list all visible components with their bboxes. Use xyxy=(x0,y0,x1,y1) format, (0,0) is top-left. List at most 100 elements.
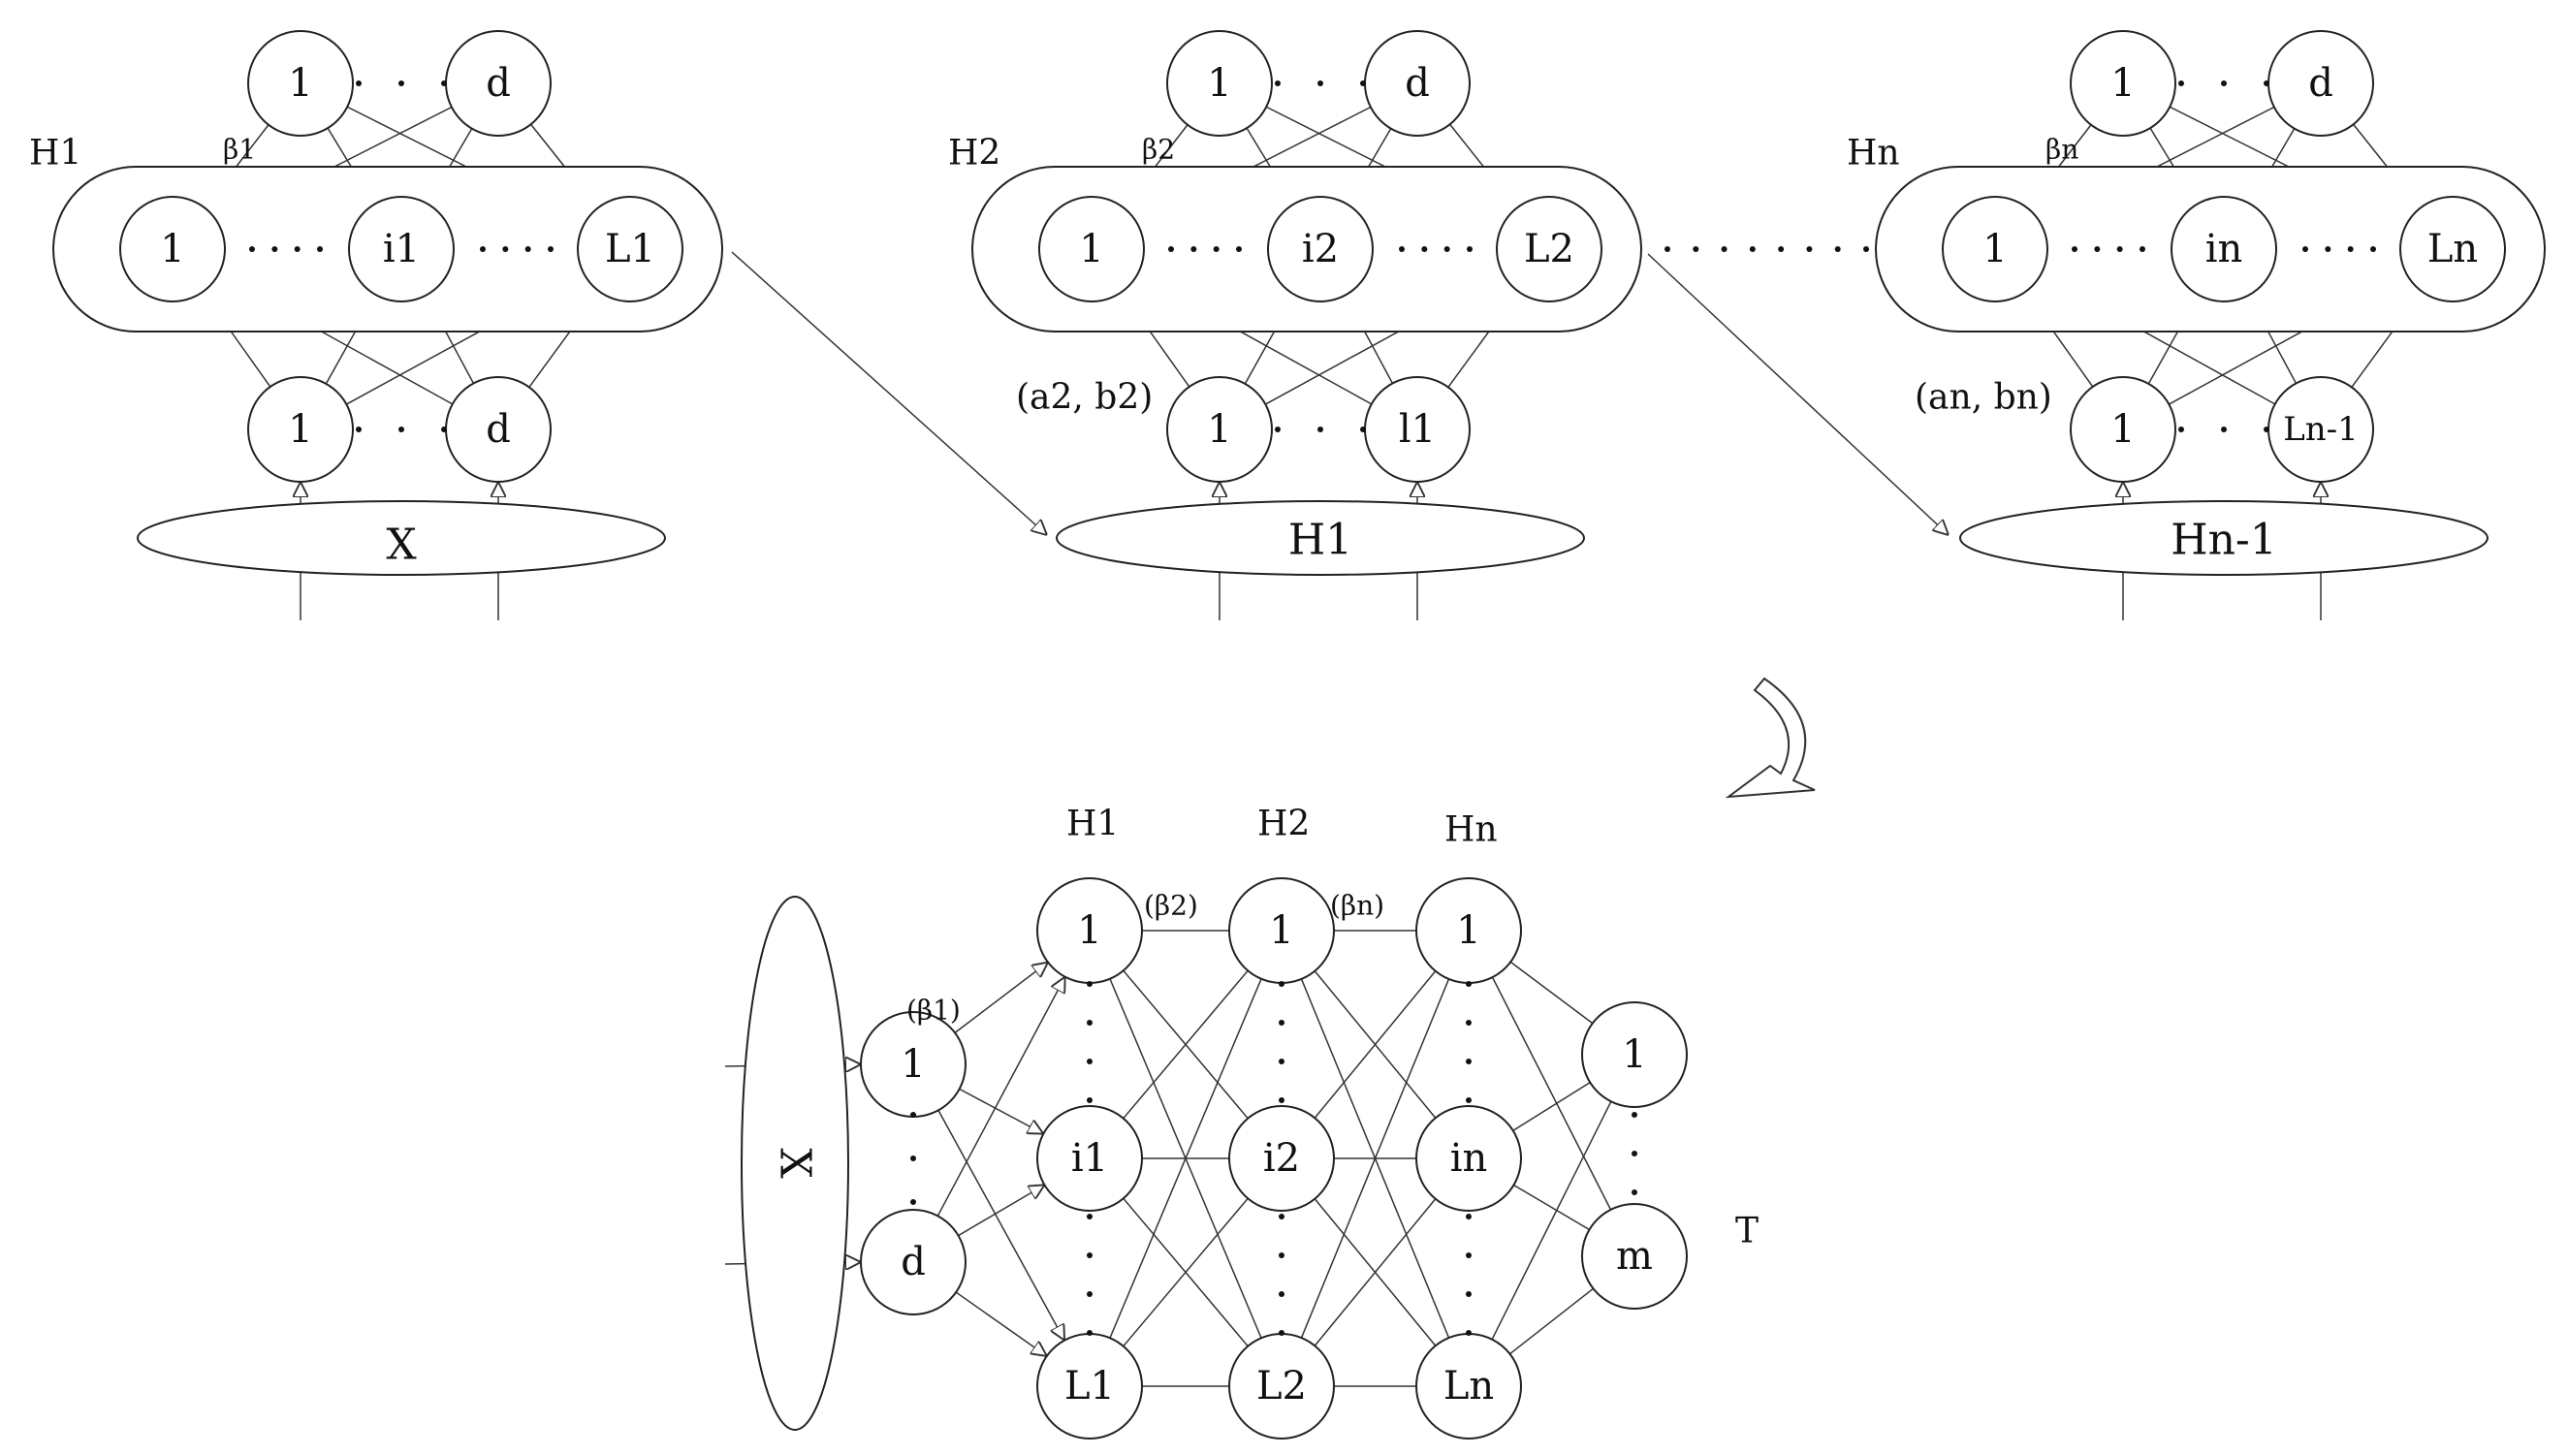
edge xyxy=(1314,970,1437,1119)
hidden-node-label: L1 xyxy=(605,227,655,271)
ellipsis-dot xyxy=(1360,427,1366,432)
edge xyxy=(937,1109,1064,1340)
edge xyxy=(936,977,1064,1217)
ellipsis-dot xyxy=(1087,1252,1093,1258)
module-h2: 1 d 1 i2 L2 1 l1 H1 H2 β2 (a2, b2) xyxy=(948,30,1642,576)
ellipsis-dot xyxy=(271,246,278,252)
input-node-label: 1 xyxy=(2110,407,2135,452)
output-node xyxy=(1581,1001,1688,1108)
ellipsis-dot xyxy=(2140,246,2145,252)
ellipsis-dot xyxy=(1279,1291,1284,1297)
ellipsis-dot xyxy=(2178,80,2184,86)
ellipsis-dot xyxy=(2347,246,2354,252)
ellipsis-dot xyxy=(1279,1330,1284,1336)
hidden-node xyxy=(577,196,683,302)
ellipsis-dot xyxy=(1863,246,1869,252)
output-node-label: m xyxy=(1616,1234,1653,1279)
source-label: H1 xyxy=(1288,516,1352,565)
module-link-edge xyxy=(1647,253,1949,535)
weight-label: βn xyxy=(2045,134,2078,166)
edge xyxy=(1491,1100,1612,1341)
output-node-label: d xyxy=(486,61,511,106)
input-node xyxy=(247,376,354,483)
layer-hn-node-label: in xyxy=(1450,1136,1488,1181)
layer-h2-node-label: i2 xyxy=(1263,1136,1300,1181)
edge xyxy=(1509,1287,1594,1355)
ellipsis-dot xyxy=(398,80,404,86)
ellipsis-dot xyxy=(1087,1020,1093,1026)
ellipsis-dot xyxy=(480,246,486,252)
ellipsis-dot xyxy=(1664,246,1670,252)
ellipsis-dot xyxy=(2325,246,2331,252)
hidden-node-label: 1 xyxy=(1079,227,1103,271)
ellipsis-dot xyxy=(1087,1059,1093,1064)
ellipsis-dot xyxy=(441,427,447,432)
output-node-label: d xyxy=(1405,61,1430,106)
module-name: Hn xyxy=(1847,134,1900,174)
ellipsis-dot xyxy=(1399,246,1405,252)
layer-h1-node-label: L1 xyxy=(1064,1364,1115,1409)
ellipsis-dot xyxy=(524,246,531,252)
ellipsis-dot xyxy=(1693,246,1699,252)
input-node-label: 1 xyxy=(288,407,312,452)
hidden-node-label: L2 xyxy=(1524,227,1574,271)
module-name: H2 xyxy=(948,134,1000,174)
ellipsis-dot xyxy=(398,427,404,432)
layer-h2-node-label: L2 xyxy=(1256,1364,1307,1409)
ellipsis-dot xyxy=(1275,80,1281,86)
input-node xyxy=(1166,376,1273,483)
ellipsis-dot xyxy=(1834,246,1841,252)
bias-pair-label: (an, bn) xyxy=(1915,378,2052,418)
ellipsis-dot xyxy=(1275,427,1281,432)
ellipsis-dot xyxy=(2221,427,2227,432)
ellipsis-dot xyxy=(2116,246,2123,252)
ellipsis-dot xyxy=(502,246,509,252)
layer-name: H2 xyxy=(1257,805,1310,844)
hidden-node xyxy=(2171,196,2277,302)
ellipsis-dot xyxy=(1443,246,1450,252)
ellipsis-dot xyxy=(1466,1214,1472,1219)
ellipsis-dot xyxy=(2072,246,2077,252)
ellipsis-dot xyxy=(1806,246,1813,252)
layer-hn-node-label: 1 xyxy=(1456,908,1480,953)
ellipsis-dot xyxy=(1279,1252,1284,1258)
ellipsis-dot xyxy=(1317,427,1323,432)
output-node xyxy=(247,30,354,137)
ellipsis-dot xyxy=(2370,246,2376,252)
edge xyxy=(1513,1184,1590,1231)
weight-label: β1 xyxy=(223,134,256,166)
output-node-label: 1 xyxy=(1622,1032,1646,1077)
ellipsis-dot xyxy=(1087,1097,1093,1103)
network-input-node-label: 1 xyxy=(901,1042,925,1087)
output-node xyxy=(1581,1203,1688,1310)
edge xyxy=(1123,969,1249,1120)
ellipsis-dot xyxy=(1213,246,1220,252)
ellipsis-dot xyxy=(548,246,554,252)
ellipsis-dot xyxy=(2264,80,2269,86)
edge xyxy=(1509,961,1594,1025)
output-node-label: 1 xyxy=(2110,61,2135,106)
hidden-node-label: Ln xyxy=(2427,227,2478,271)
input-node-label: Ln-1 xyxy=(2283,410,2359,449)
ellipsis-dot xyxy=(1190,246,1197,252)
output-node-label: 1 xyxy=(288,61,312,106)
hidden-node xyxy=(1038,196,1145,302)
layer-h1-node xyxy=(1036,1105,1143,1212)
ellipsis-dot xyxy=(1279,981,1284,987)
ellipsis-dot xyxy=(1466,981,1472,987)
edge xyxy=(958,1185,1045,1237)
input-node xyxy=(2070,376,2176,483)
source-label: Hn-1 xyxy=(2171,516,2277,565)
edge xyxy=(1300,978,1450,1339)
layer-h2-node xyxy=(1228,1105,1335,1212)
edge xyxy=(1491,976,1612,1211)
hidden-node xyxy=(2399,196,2506,302)
network-input-label: X xyxy=(771,1148,820,1179)
ellipsis-dot xyxy=(1279,1097,1284,1103)
weight-label: (βn) xyxy=(1330,890,1384,922)
module-hn: 1 d 1 in Ln 1 Ln-1 Hn-1 Hn βn (an, bn) xyxy=(1847,30,2546,576)
edge xyxy=(954,963,1048,1033)
layer-name: Hn xyxy=(1444,810,1498,850)
ellipsis-dot xyxy=(1778,246,1785,252)
ellipsis-dot xyxy=(1360,80,1366,86)
